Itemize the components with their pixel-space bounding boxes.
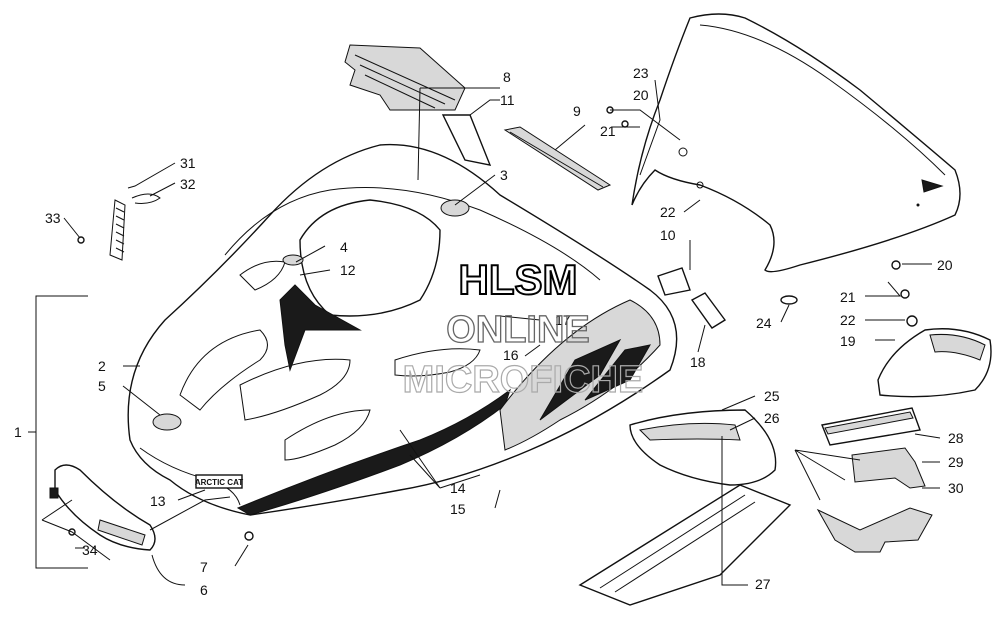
watermark-line1: HLSM bbox=[459, 256, 578, 303]
decal-10 bbox=[657, 267, 691, 296]
callout-6: 6 bbox=[200, 582, 208, 598]
decal-18 bbox=[690, 292, 727, 329]
deflector bbox=[877, 328, 992, 398]
watermark-line2: ONLINE bbox=[446, 309, 590, 351]
decal-11 bbox=[441, 114, 492, 166]
decal-9 bbox=[503, 126, 612, 191]
hardware bbox=[68, 106, 918, 541]
leader-lines bbox=[28, 79, 941, 586]
hood: ARCTIC CAT bbox=[127, 143, 678, 516]
callout-17: 17 bbox=[555, 312, 571, 328]
arctic-cat-badge-text: ARCTIC CAT bbox=[195, 478, 243, 487]
callout-12: 12 bbox=[340, 262, 356, 278]
frame-rail bbox=[578, 484, 792, 606]
pad-28 bbox=[821, 407, 921, 446]
callout-20a: 20 bbox=[633, 87, 649, 103]
callout-10: 10 bbox=[660, 227, 676, 243]
callout-4: 4 bbox=[340, 239, 348, 255]
callout-32: 32 bbox=[180, 176, 196, 192]
callout-labels: 1 2 3 4 5 6 7 8 9 10 11 12 13 14 15 16 1… bbox=[14, 65, 964, 598]
callout-16: 16 bbox=[503, 347, 519, 363]
callout-11: 11 bbox=[500, 92, 515, 108]
callout-1: 1 bbox=[14, 424, 22, 440]
callout-22a: 22 bbox=[660, 204, 676, 220]
callout-24: 24 bbox=[756, 315, 772, 331]
callout-30: 30 bbox=[948, 480, 964, 496]
pad-30 bbox=[816, 507, 933, 553]
callout-31: 31 bbox=[180, 155, 196, 171]
callout-19: 19 bbox=[840, 333, 856, 349]
callout-28: 28 bbox=[948, 430, 964, 446]
callout-8: 8 bbox=[503, 69, 511, 85]
callout-13: 13 bbox=[150, 493, 166, 509]
arctic-cat-badge bbox=[195, 474, 243, 489]
callout-21a: 21 bbox=[600, 123, 616, 139]
callout-23: 23 bbox=[633, 65, 649, 81]
callout-27: 27 bbox=[755, 576, 771, 592]
callout-9: 9 bbox=[573, 103, 581, 119]
callout-5: 5 bbox=[98, 378, 106, 394]
callout-34: 34 bbox=[82, 542, 98, 558]
callout-26: 26 bbox=[764, 410, 780, 426]
watermark: HLSM ONLINE MICROFICHE bbox=[402, 255, 644, 402]
watermark-line3: MICROFICHE bbox=[403, 359, 644, 401]
callout-18: 18 bbox=[690, 354, 706, 370]
callout-2: 2 bbox=[98, 358, 106, 374]
callout-33: 33 bbox=[45, 210, 61, 226]
callout-3: 3 bbox=[500, 167, 508, 183]
belly-pan bbox=[629, 409, 777, 486]
callout-20b: 20 bbox=[937, 257, 953, 273]
pad-29 bbox=[851, 447, 926, 489]
callout-22b: 22 bbox=[840, 312, 856, 328]
callout-7: 7 bbox=[200, 559, 208, 575]
windshield bbox=[631, 13, 961, 273]
decal-8 bbox=[344, 44, 466, 111]
callout-14: 14 bbox=[450, 480, 466, 496]
callout-21b: 21 bbox=[840, 289, 856, 305]
bumper bbox=[49, 464, 156, 551]
callout-15: 15 bbox=[450, 501, 466, 517]
callout-29: 29 bbox=[948, 454, 964, 470]
callout-25: 25 bbox=[764, 388, 780, 404]
